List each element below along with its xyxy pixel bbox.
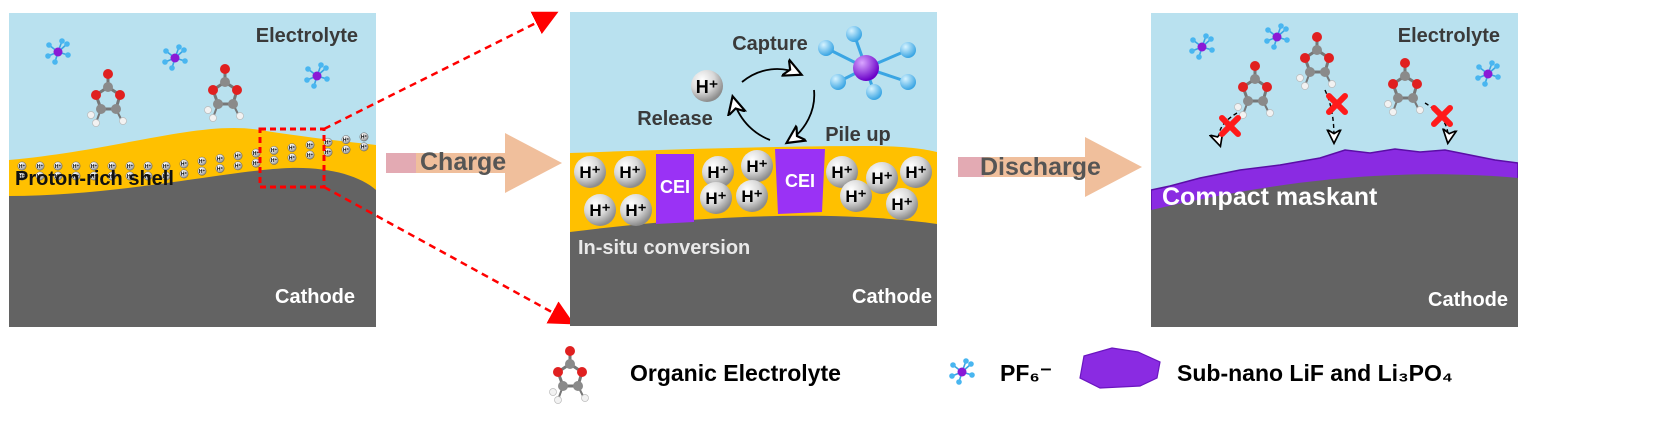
legend-lif-icon [1079,347,1161,389]
panel-initial [9,13,376,327]
proton-ball [574,156,606,188]
conversion-label: In-situ conversion [578,237,750,259]
proton-ball-label: H⁺ [589,201,610,220]
cei-label: CEI [785,171,815,191]
panel1-electrolyte-label: Electrolyte [256,25,358,47]
pileup-arrow [788,89,816,142]
proton-dot [179,159,189,169]
legend-pf6-icon [948,357,976,386]
proton-dot [287,143,297,153]
proton-ball-label: H⁺ [905,163,926,182]
proton-dot [233,151,243,161]
cei-label: CEI [660,177,690,197]
pileup-label: Pile up [825,124,891,146]
zoom-line-top [323,11,559,131]
proton-dot [233,161,243,171]
discharge-arrow [958,137,1142,197]
blocked-path-arrow [1424,102,1448,142]
proton-dot [359,132,369,142]
proton-ball-label: H⁺ [831,163,852,182]
panel1-cathode-label: Cathode [275,286,355,308]
proton-ball [900,156,932,188]
legend-pf6-label: PF₆⁻ [1000,360,1052,386]
blocked-path-arrow [1324,89,1334,142]
proton-ball [736,180,768,212]
pf6-ion-large [818,26,916,100]
proton-dot [305,150,315,160]
cathode-region [1151,174,1518,327]
proton-label: H⁺ [696,77,719,97]
proton-ball-label: H⁺ [871,169,892,188]
proton-ball-label: H⁺ [625,201,646,220]
proton-ball [584,194,616,226]
cei-block [775,149,825,214]
proton-dot [215,153,225,164]
blocked-cross-icon [1219,115,1241,137]
blocked-cross-icon [1431,105,1453,127]
proton-ball [614,156,646,188]
proton-ball-label: H⁺ [705,189,726,208]
proton-dot [179,169,189,179]
proton-ball-cycle: H⁺ [691,70,723,102]
proton-dot [215,163,225,174]
proton-dot [269,145,279,156]
legend: Organic Electrolyte PF₆⁻ Sub-nano LiF an… [548,344,1453,405]
proton-dot [287,153,297,163]
proton-ball [620,194,652,226]
panel-discharge [1151,13,1518,327]
proton-ball-label: H⁺ [619,163,640,182]
cei-block [656,154,694,224]
proton-ball [741,150,773,182]
capture-label: Capture [732,33,808,55]
proton-dot [197,166,207,176]
panel2-cathode-label: Cathode [852,286,932,308]
proton-ball [826,156,858,188]
proton-ball-label: H⁺ [746,157,767,176]
charge-arrow [386,133,562,193]
release-arrow [733,98,771,141]
panel-charge: H⁺ H⁺ H⁺ H⁺ H⁺ H⁺ H⁺ H⁺ H⁺ H⁺ H⁺ H⁺ H⁺ [570,12,937,326]
proton-dot [359,142,369,152]
blocked-path-arrow [1219,112,1238,145]
zoom-line-bottom [323,185,575,325]
proton-ball-label: H⁺ [579,163,600,182]
panel1-shell-label: Proton-rich shell [15,168,174,190]
panel3-cathode-label: Cathode [1428,289,1508,311]
maskant-label: Compact maskant [1162,183,1378,211]
cathode-region [9,167,376,327]
proton-ball-label: H⁺ [845,187,866,206]
cathode-region [570,215,937,326]
panel3-electrolyte-label: Electrolyte [1398,25,1500,47]
blocked-cross-icon [1326,93,1348,115]
proton-ball [840,180,872,212]
proton-dot [305,140,315,150]
proton-ball-label: H⁺ [707,163,728,182]
zoom-box [258,127,326,189]
proton-dot [197,156,207,166]
proton-dot [341,134,351,145]
proton-ball [700,182,732,214]
discharge-label: Discharge [980,153,1101,181]
proton-balls: H⁺ H⁺ H⁺ H⁺ H⁺ H⁺ H⁺ H⁺ H⁺ H⁺ H⁺ H⁺ H⁺ [574,150,932,226]
proton-ball [866,162,898,194]
legend-organic-icon [548,344,590,405]
charge-label: Charge [420,148,506,176]
proton-ball-label: H⁺ [741,187,762,206]
release-label: Release [637,108,713,130]
proton-dot [269,155,279,166]
proton-dot [341,144,351,155]
proton-ball [886,188,918,220]
proton-ball-label: H⁺ [891,195,912,214]
legend-lif-label: Sub-nano LiF and Li₃PO₄ [1177,360,1453,386]
capture-arrow [741,69,800,83]
proton-ball [702,156,734,188]
legend-organic-label: Organic Electrolyte [630,360,841,386]
